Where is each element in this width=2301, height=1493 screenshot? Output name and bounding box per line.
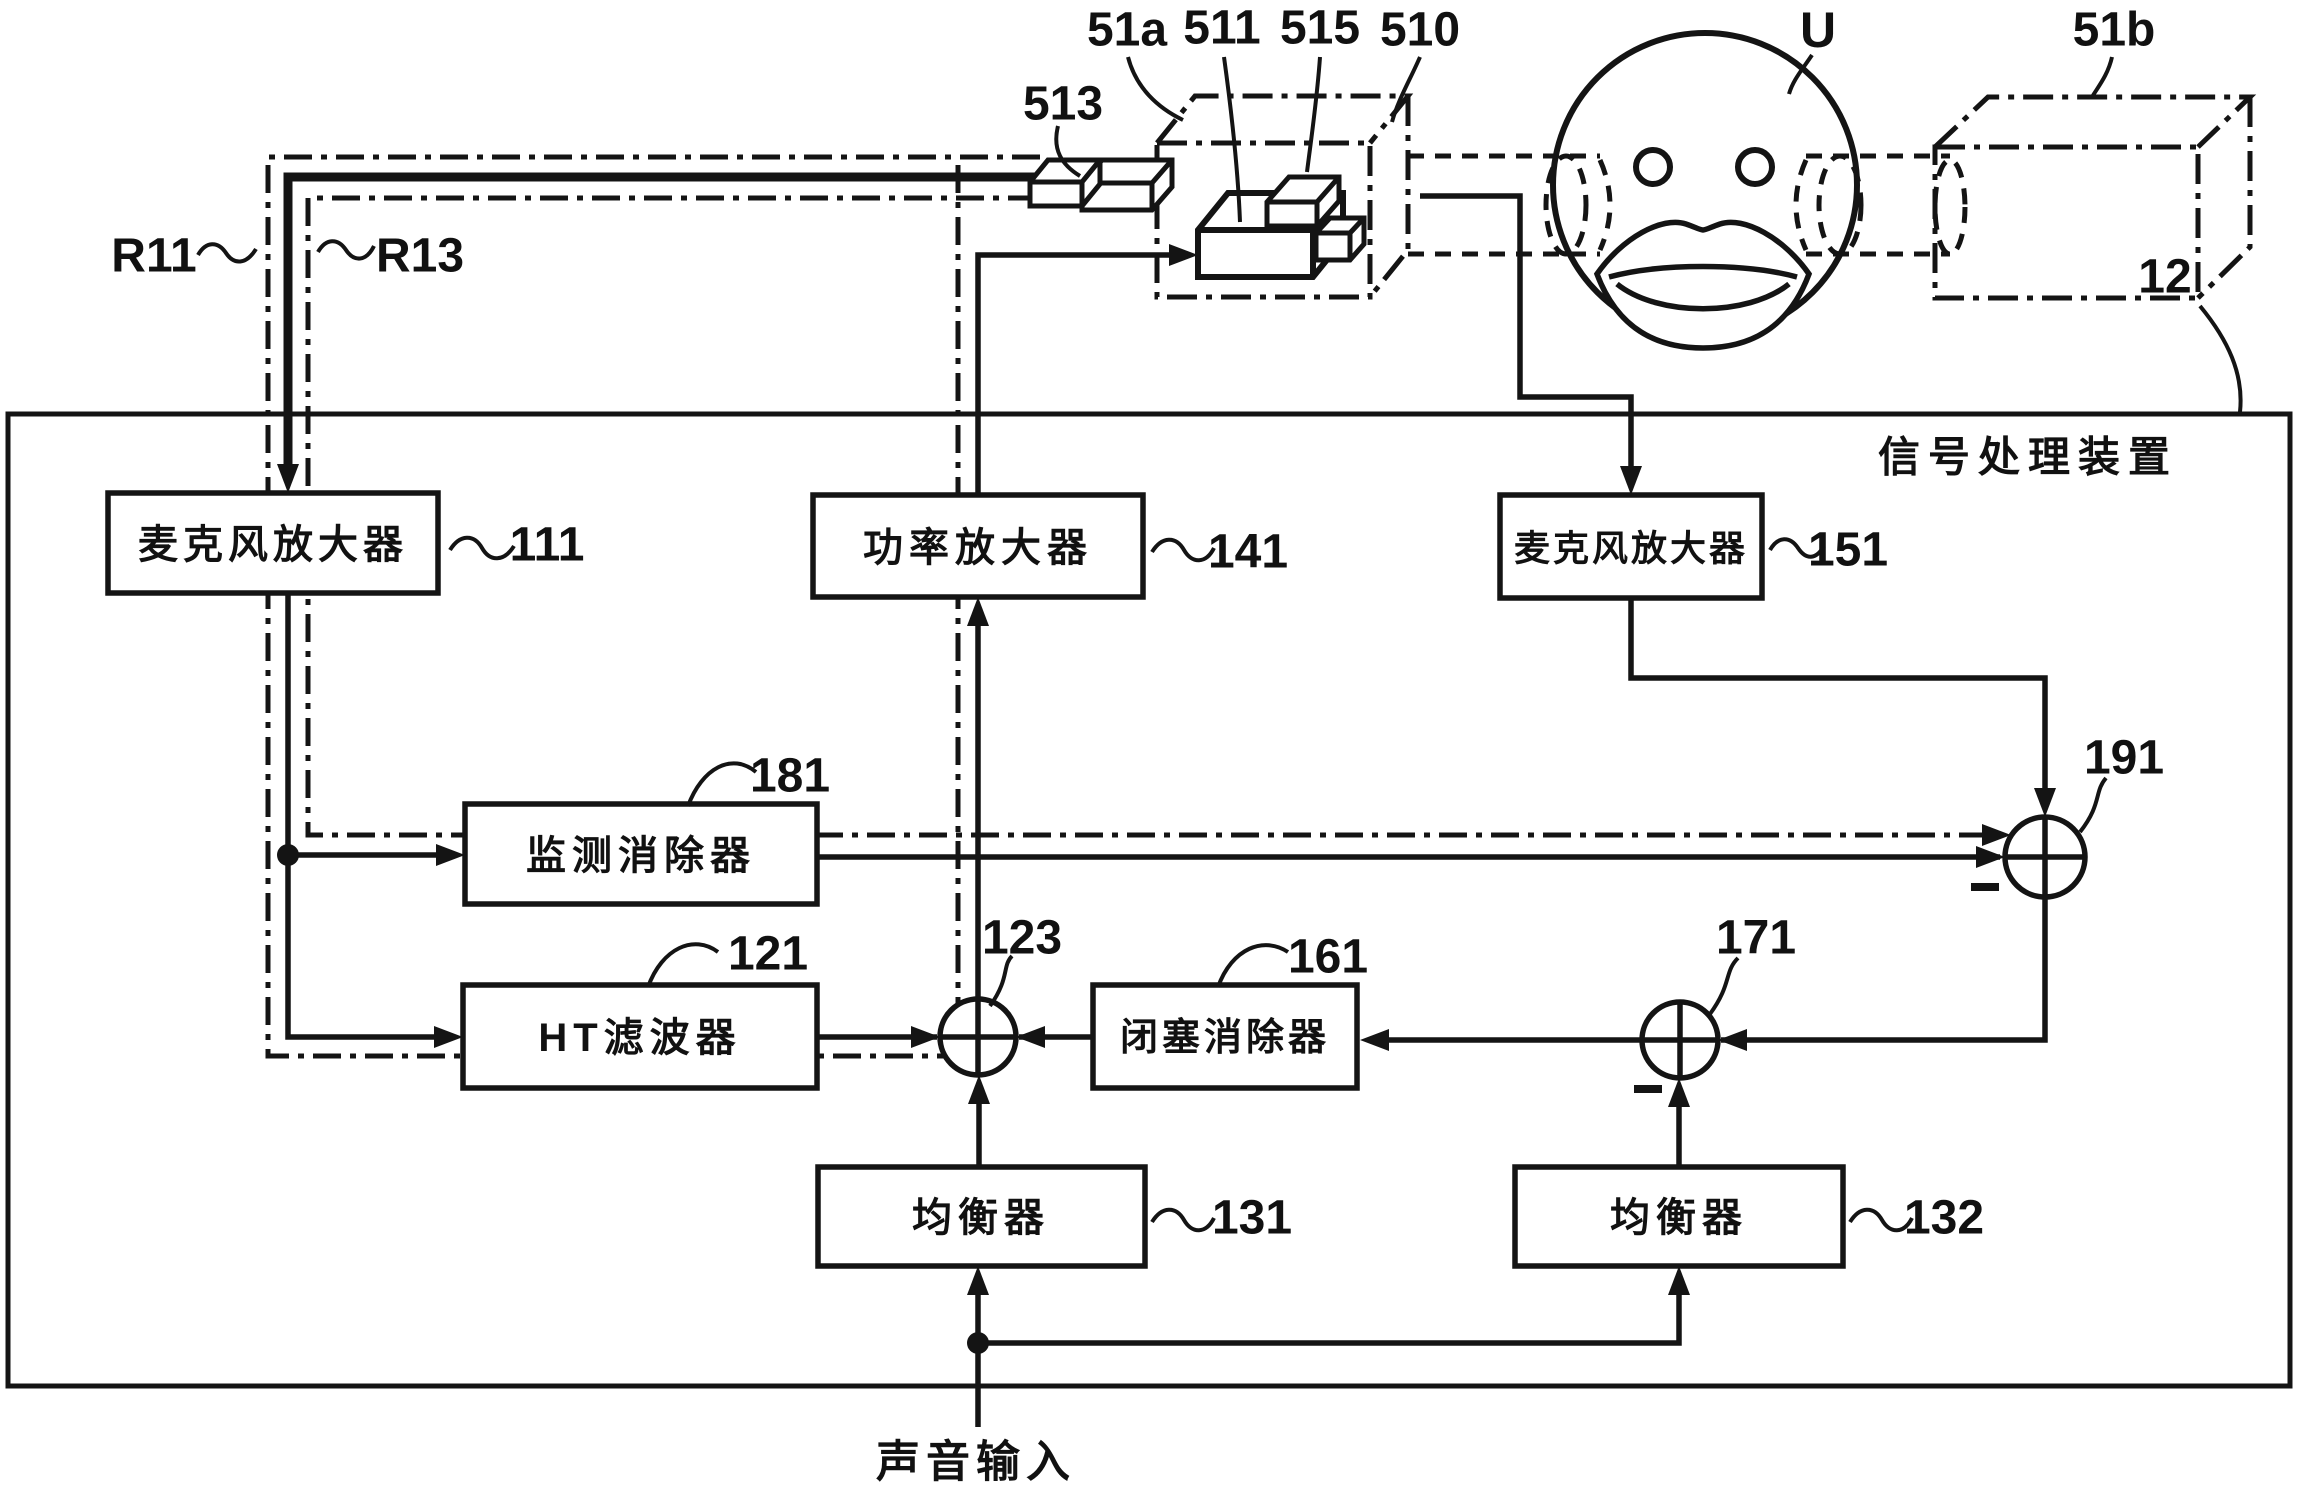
ref-171: 171 [1716, 912, 1796, 965]
ear-block-51b [1932, 94, 2257, 301]
ref-510: 510 [1380, 4, 1460, 57]
blocks: 麦克风放大器 功率放大器 麦克风放大器 监测消除器 HT滤波器 闭塞消除器 均衡… [105, 490, 1846, 1269]
label-sound-input: 声音输入 [876, 1438, 1076, 1487]
block-mic-amp-111: 麦克风放大器 [105, 490, 441, 596]
adder-171 [1634, 999, 1721, 1093]
arrowhead [1620, 466, 1642, 495]
junction-dot [967, 1332, 989, 1354]
ref-161: 161 [1288, 931, 1368, 984]
arrowhead [1360, 1029, 1389, 1051]
block-label: 监测消除器 [526, 834, 756, 878]
ear-canal-right [1793, 153, 1968, 257]
arrowhead [1169, 244, 1198, 266]
device-title: 信号处理装置 [1878, 434, 2178, 481]
ref-515: 515 [1280, 2, 1360, 55]
earphone-housing-51a [1154, 93, 1414, 300]
arrowhead [1982, 824, 2011, 846]
block-power-amp-141: 功率放大器 [810, 492, 1146, 600]
block-ht-filter-121: HT滤波器 [460, 982, 820, 1091]
arrowhead [277, 464, 299, 493]
arrowhead [911, 1026, 940, 1048]
block-label: 麦克风放大器 [1514, 528, 1748, 569]
ref-123: 123 [982, 912, 1062, 965]
block-equalizer-132: 均衡器 [1512, 1164, 1846, 1269]
adder-123 [937, 996, 1019, 1078]
block-label: 均衡器 [912, 1196, 1050, 1240]
block-label: 功率放大器 [863, 526, 1093, 570]
leader-lines [196, 53, 2243, 1233]
illustration [1027, 30, 2257, 351]
device-border [5, 411, 2293, 1389]
eye-icon [1633, 147, 1673, 187]
junction-dots [277, 844, 989, 1354]
outer-mic-icon [1264, 174, 1342, 229]
block-equalizer-131: 均衡器 [815, 1164, 1148, 1269]
labels: 111 141 151 181 121 161 131 132 123 171 … [111, 2, 2191, 1487]
arrowhead [434, 1026, 463, 1048]
arrowheads [277, 244, 2056, 1295]
connector-icon [1027, 157, 1175, 213]
minus-sign [1971, 883, 1999, 891]
arrowhead [436, 844, 465, 866]
arrowhead [967, 597, 989, 626]
arrowhead [1668, 1266, 1690, 1295]
ref-132: 132 [1904, 1192, 1984, 1245]
block-label: 均衡器 [1610, 1196, 1748, 1240]
ref-511: 511 [1183, 2, 1260, 55]
ref-121: 121 [728, 928, 808, 981]
label-r11: R11 [111, 230, 196, 283]
ref-131: 131 [1212, 1192, 1292, 1245]
r11-path-line [265, 154, 1040, 1059]
ear-canal-left [1408, 153, 1613, 257]
block-monitor-canceller-181: 监测消除器 [462, 801, 820, 907]
ref-151: 151 [1808, 524, 1888, 577]
arrowhead [1976, 846, 2005, 868]
adder-191 [1971, 814, 2088, 900]
arrowhead [1668, 1078, 1690, 1107]
arrowhead [968, 1075, 990, 1104]
ref-U: U [1800, 2, 1836, 58]
ref-513: 513 [1023, 78, 1103, 131]
ref-12: 12 [2138, 251, 2191, 304]
ref-111: 111 [510, 519, 585, 572]
block-occlusion-canceller-161: 闭塞消除器 [1090, 982, 1360, 1091]
block-label: 闭塞消除器 [1120, 1016, 1330, 1059]
signal-lines [283, 172, 2048, 1427]
ref-51a: 51a [1087, 4, 1167, 57]
junction-dot [277, 844, 299, 866]
minus-sign [1634, 1085, 1662, 1093]
ref-191: 191 [2084, 732, 2164, 785]
arrowhead [967, 1266, 989, 1295]
lips-icon [1593, 219, 1813, 351]
ref-51b: 51b [2073, 4, 2156, 57]
arrowhead [1718, 1029, 1747, 1051]
eye-icon [1735, 147, 1775, 187]
arrowhead [2034, 788, 2056, 817]
inner-mic-icon [1313, 215, 1367, 263]
block-mic-amp-151: 麦克风放大器 [1497, 492, 1765, 601]
block-label: 麦克风放大器 [138, 523, 408, 567]
arrowhead [1016, 1026, 1045, 1048]
label-r13: R13 [376, 230, 464, 283]
block-label: HT滤波器 [538, 1016, 741, 1060]
summing-nodes [937, 814, 2088, 1093]
ref-141: 141 [1208, 526, 1288, 579]
ref-181: 181 [750, 750, 830, 803]
